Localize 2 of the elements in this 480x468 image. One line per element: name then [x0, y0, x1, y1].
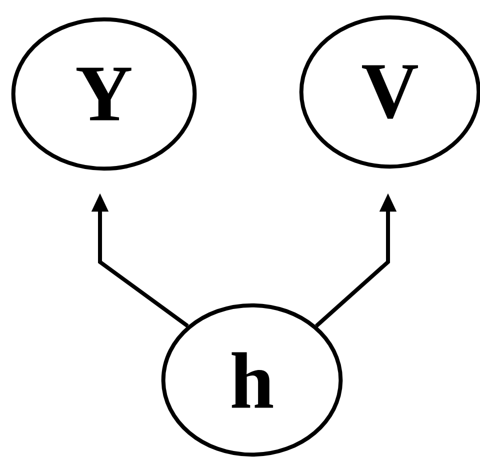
- ellipse-node: Y: [11, 17, 197, 171]
- ellipse-node: h: [161, 303, 343, 457]
